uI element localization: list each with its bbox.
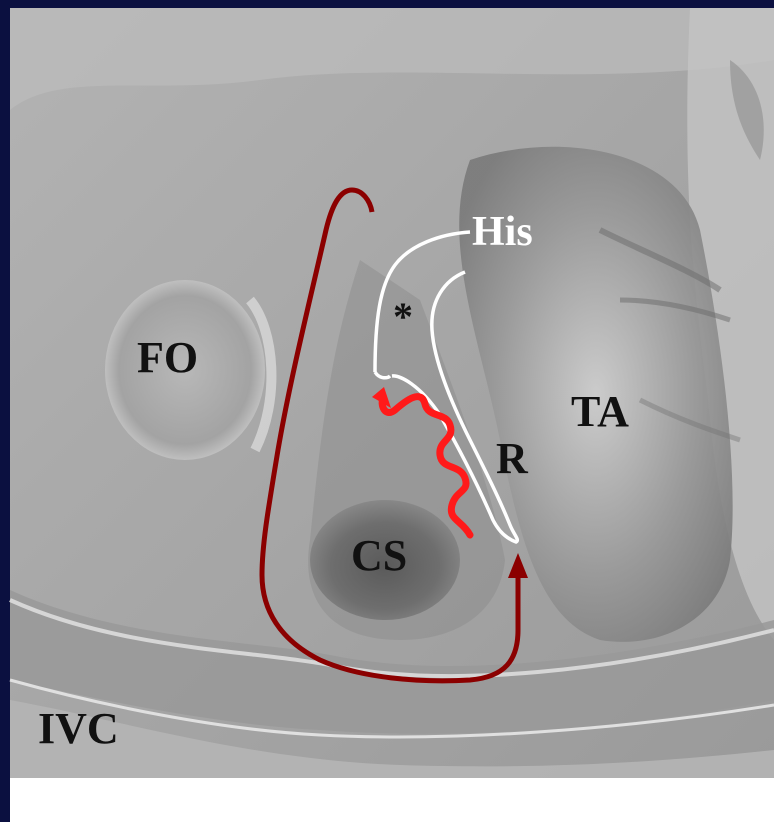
asterisk-label: * [393,297,413,337]
his-label: His [472,211,533,253]
cs-label: CS [351,534,407,578]
ivc-label: IVC [38,707,119,751]
r-label: R [496,437,528,481]
ta-label: TA [571,390,629,434]
fo-label: FO [137,336,198,380]
